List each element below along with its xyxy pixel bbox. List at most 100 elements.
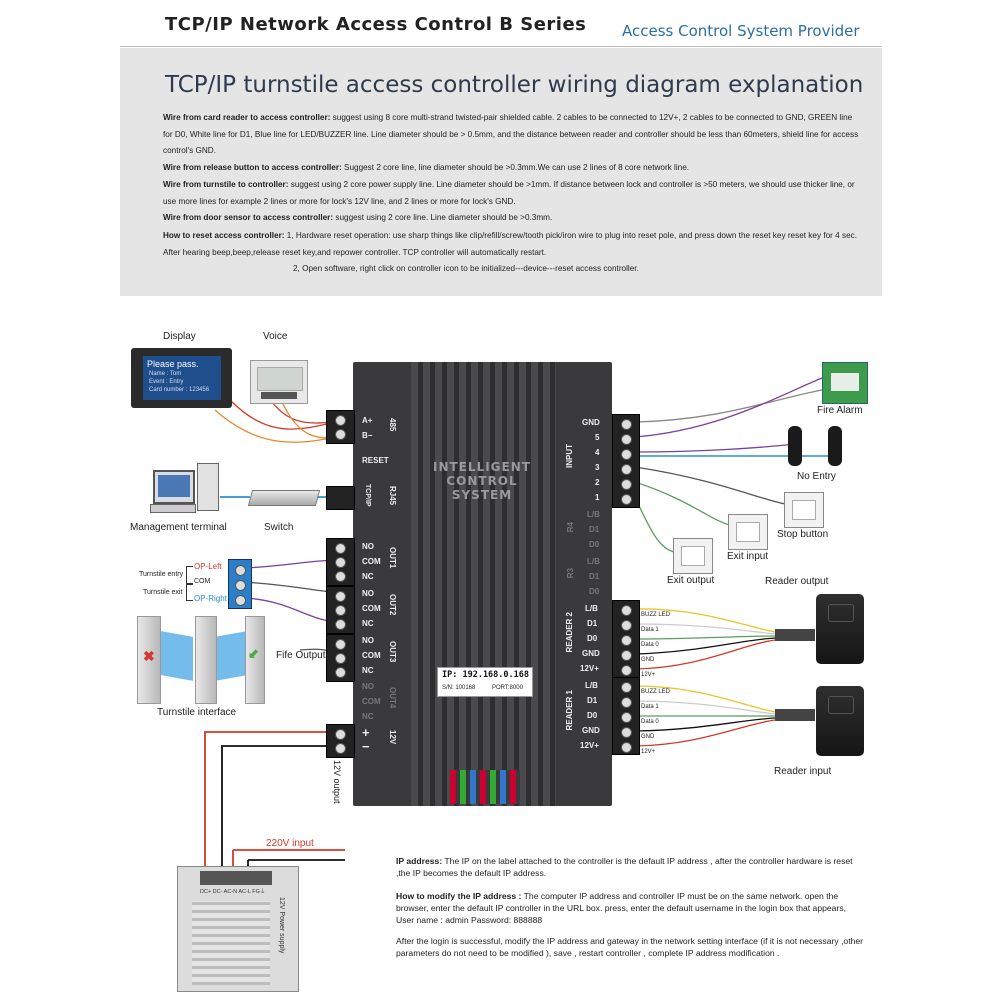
pc-tower-icon [197, 463, 219, 511]
input-pin-4: 4 [595, 448, 600, 457]
display-line-4: Card number : 123456 [149, 387, 210, 393]
reader1-wire-lb [634, 685, 776, 713]
r2-wire-buzz: BUZZ LED [641, 612, 671, 618]
screw-icon [235, 595, 246, 606]
port-reader2: READER 2 [565, 612, 574, 653]
screw-icon [335, 591, 346, 602]
exit-bracket [186, 583, 193, 601]
220v-input-label: 220V input [266, 838, 314, 849]
turnstile-entry-label: Turnstile entry [139, 571, 184, 578]
reader1-pin-12v: 12V+ [580, 741, 599, 750]
com-label: COM [194, 578, 211, 585]
paragraph-heading: Wire from door sensor to access controll… [163, 213, 334, 222]
r4-lb: L/B [587, 510, 600, 519]
reader2-wire-lb [634, 608, 776, 633]
stop-button-label: Stop button [777, 529, 829, 540]
screw-icon [335, 653, 346, 664]
screw-icon [621, 434, 632, 445]
explanation-paragraph-4: Wire from door sensor to access controll… [163, 210, 863, 227]
screw-icon [335, 729, 346, 740]
reader2-wire-d0 [634, 635, 776, 640]
turnstile-post-right [245, 616, 265, 704]
screw-icon [335, 639, 346, 650]
12v-output-label: 12V output [332, 760, 342, 804]
psu-vent-grille [192, 901, 270, 985]
port-r3: R3 [566, 568, 575, 579]
reader2-wire-d1 [634, 623, 776, 635]
exit-output-wire-1 [634, 496, 676, 553]
card-reader-output [816, 594, 864, 664]
voice-terminal [261, 392, 297, 399]
paragraph-body: suggest using 2 core power supply line. … [163, 180, 855, 206]
screw-icon [621, 635, 632, 646]
monitor-screen [158, 475, 190, 497]
reader1-wire-12v [634, 719, 776, 747]
brand-line-3: SYSTEM [451, 488, 513, 502]
controller-brand-block: INTELLIGENT CONTROL SYSTEM [426, 460, 538, 510]
led-indicators [450, 770, 520, 804]
display-line-3: Event : Entry [149, 379, 184, 385]
screw-icon [235, 580, 246, 591]
explanation-paragraph-1: Wire from card reader to access controll… [163, 110, 863, 160]
ir-sensor-right-icon [828, 426, 842, 466]
allow-arrow-icon: ⬋ [248, 646, 259, 661]
reader2-wire-gnd [634, 637, 776, 655]
no-entry-wire-4 [634, 443, 796, 453]
exit-input-label: Exit input [727, 551, 769, 562]
input-pin-5: 5 [595, 433, 600, 442]
exit-output-button [673, 538, 713, 574]
port-out1: OUT1 [388, 547, 397, 569]
r3-lb: L/B [587, 557, 600, 566]
monitor-icon [153, 470, 195, 504]
header-title: TCP/IP Network Access Control B Series [165, 14, 587, 35]
stop-button-device [784, 492, 824, 528]
button-plate [736, 522, 760, 542]
screw-icon [335, 429, 346, 440]
out4-com: COM [362, 697, 381, 706]
port-out4: OUT4 [388, 687, 397, 709]
button-plate [792, 500, 816, 520]
button-plate [681, 546, 705, 566]
out3-no: NO [362, 636, 374, 645]
voice-board [257, 367, 303, 391]
explanation-paragraph-5: How to reset access controller: 1, Hardw… [163, 228, 863, 261]
op-left-label: OP-Left [194, 562, 222, 571]
reader1-wire-d1 [634, 700, 776, 715]
panel-title: TCP/IP turnstile access controller wirin… [165, 72, 864, 98]
ip-note-heading: IP address: [396, 856, 443, 866]
fire-alarm-wire-5 [634, 377, 823, 438]
reader-output-label: Reader output [765, 576, 829, 587]
input-pin-3: 3 [595, 463, 600, 472]
explanation-paragraph-6: 2, Open software, right click on control… [293, 261, 863, 278]
r3-d1: D1 [589, 572, 600, 581]
screw-icon [335, 743, 346, 754]
reader1-pin-lb: L/B [585, 681, 598, 690]
port-text: PORT:8000 [492, 685, 523, 691]
input-pin-gnd: GND [582, 418, 600, 427]
management-terminal-label: Management terminal [130, 522, 227, 533]
turnstile-gates: ✖ ⬋ [133, 614, 265, 704]
psu-label: 12V Power supply [278, 897, 285, 954]
turnstile-exit-label: Turnstile exit [143, 589, 183, 596]
deny-x-icon: ✖ [143, 648, 155, 664]
psu-terminal-block [200, 871, 272, 885]
reader2-pin-d0: D0 [587, 634, 598, 643]
explanation-paragraph-3: Wire from turnstile to controller: sugge… [163, 177, 863, 210]
screw-icon [335, 571, 346, 582]
network-switch-icon [247, 490, 321, 506]
power-supply-unit: DC+ DC- AC-N AC-L FG⏚ 12V Power supply [177, 866, 299, 992]
fire-alarm-glass [831, 373, 859, 391]
terminal-reader1 [612, 677, 640, 755]
reader-input-label: Reader input [774, 766, 832, 777]
port-485: 485 [388, 418, 397, 432]
card-icon [828, 696, 854, 714]
turnstile-flap-1 [161, 631, 193, 681]
screw-icon [335, 605, 346, 616]
power-plus: + [362, 725, 370, 740]
paragraph-body: Suggest 2 core line, line diameter shoul… [341, 163, 690, 172]
port-out3: OUT3 [388, 641, 397, 663]
screw-icon [335, 667, 346, 678]
port-r4: R4 [566, 522, 575, 533]
r1-wire-buzz: BUZZ LED [641, 689, 671, 695]
explanation-paragraph-2: Wire from release button to access contr… [163, 160, 863, 177]
